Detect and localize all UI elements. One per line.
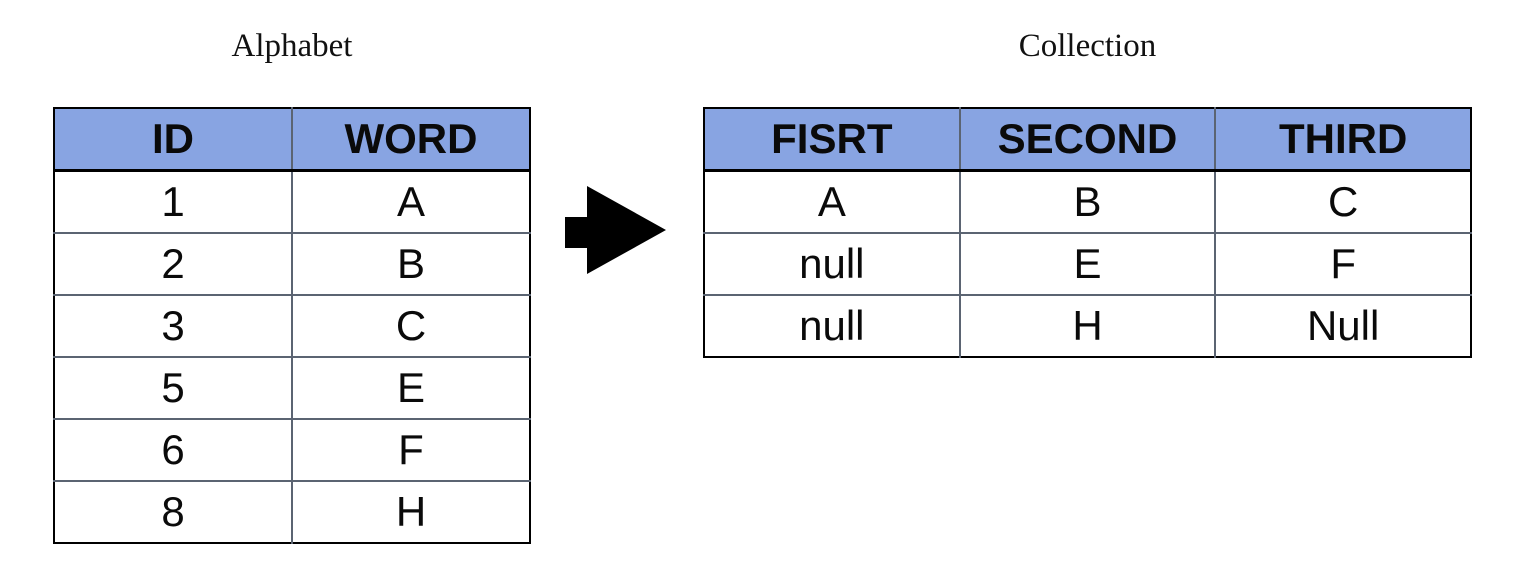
table-row: 1 A	[54, 170, 530, 233]
table-cell: null	[704, 232, 960, 295]
table-row: 3 C	[54, 294, 530, 357]
table-row: null E F	[704, 232, 1471, 295]
column-header-fisrt: FISRT	[704, 108, 960, 172]
table-cell: H	[958, 294, 1216, 357]
table-cell: C	[1214, 170, 1471, 233]
table-row: 2 B	[54, 232, 530, 295]
table-cell: 5	[54, 356, 292, 419]
column-header-word: WORD	[291, 108, 530, 172]
table-cell: 8	[54, 480, 292, 543]
alphabet-table-title: Alphabet	[231, 28, 353, 64]
table-cell: C	[291, 294, 530, 357]
table-row: null H Null	[704, 294, 1471, 357]
column-header-third: THIRD	[1214, 108, 1471, 172]
table-row: 8 H	[54, 480, 530, 543]
table-row: 6 F	[54, 418, 530, 481]
right-arrow-icon	[565, 186, 666, 274]
header-row: FISRT SECOND THIRD	[704, 108, 1471, 172]
alphabet-table: ID WORD 1 A 2 B 3 C 5 E 6 F	[53, 107, 531, 544]
column-header-id: ID	[54, 108, 292, 172]
collection-table: FISRT SECOND THIRD A B C null E F null H…	[703, 107, 1472, 358]
table-row: A B C	[704, 170, 1471, 233]
alphabet-table-body: 1 A 2 B 3 C 5 E 6 F 8 H	[54, 170, 530, 543]
collection-table-header: FISRT SECOND THIRD	[704, 108, 1471, 172]
collection-table-title: Collection	[1018, 28, 1157, 64]
table-row: 5 E	[54, 356, 530, 419]
table-cell: H	[291, 480, 530, 543]
table-cell: F	[1214, 232, 1471, 295]
table-cell: B	[958, 170, 1216, 233]
table-cell: 2	[54, 232, 292, 295]
table-cell: E	[291, 356, 530, 419]
table-cell: A	[291, 170, 530, 233]
table-cell: 1	[161, 178, 185, 225]
header-row: ID WORD	[54, 108, 530, 172]
table-cell: B	[291, 232, 530, 295]
table-cell: null	[704, 294, 960, 357]
table-cell: E	[958, 232, 1216, 295]
table-cell: Null	[1214, 294, 1471, 357]
table-cell: 6	[54, 418, 292, 481]
table-cell: 3	[54, 294, 292, 357]
table-cell: F	[291, 418, 530, 481]
alphabet-table-header: ID WORD	[54, 108, 530, 172]
collection-table-body: A B C null E F null H Null	[704, 170, 1471, 357]
table-cell: A	[817, 178, 846, 225]
column-header-second: SECOND	[958, 108, 1216, 172]
